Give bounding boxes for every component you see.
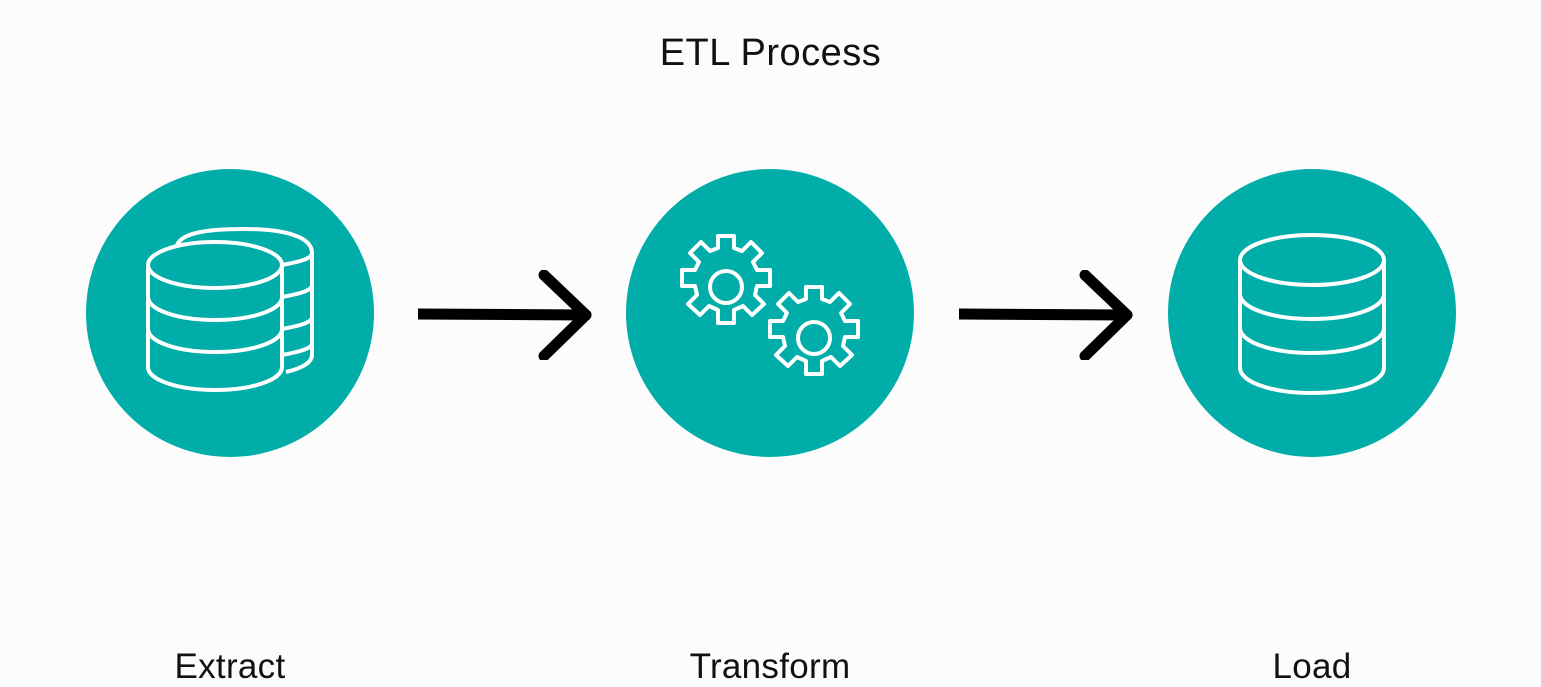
databases-icon [146,227,314,392]
load-circle [1168,169,1456,457]
stage-load: Load [1168,169,1456,686]
stage-label-extract: Extract [174,647,286,686]
database-icon [1238,233,1386,395]
extract-circle [86,169,374,457]
diagram-title: ETL Process [659,32,882,74]
transform-circle [626,169,914,457]
stage-label-load: Load [1272,647,1352,686]
stage-label-transform: Transform [689,647,851,686]
arrow-right-icon [418,270,592,360]
stage-transform: Transform [626,169,914,686]
arrow-right-icon [959,270,1133,360]
stage-extract: Extract [86,169,374,686]
gears-icon [680,234,860,376]
